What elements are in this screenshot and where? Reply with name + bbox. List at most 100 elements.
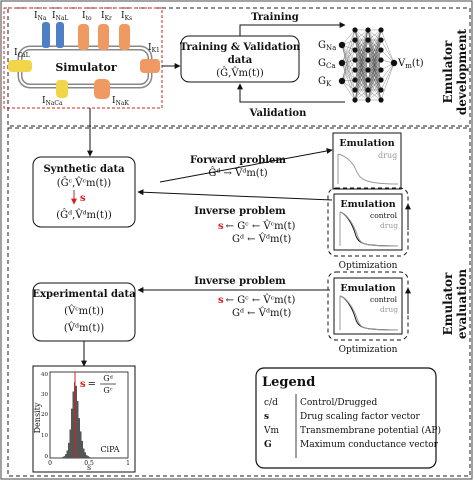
nn-node [365, 97, 371, 103]
hist-bar [78, 418, 80, 458]
histogram-panel: Density s 0 0.5 1 0 10 20 30 40 s= Gᵈ Gᶜ… [32, 365, 136, 473]
development-label: Emulator development [441, 28, 469, 115]
training-label: Training [251, 12, 299, 23]
svg-text:development: development [455, 28, 469, 115]
hist-ytick-3: 30 [41, 392, 48, 398]
nn-edge [341, 62, 356, 81]
nn-edge [341, 39, 356, 64]
ina-channel [42, 22, 50, 48]
svg-text:Emulation: Emulation [340, 199, 395, 210]
svg-text:(Ĝᶜ,V̂ᶜm(t)): (Ĝᶜ,V̂ᶜm(t)) [57, 177, 112, 189]
nn-edge [341, 49, 356, 82]
nn-node [365, 47, 371, 53]
hist-bar [75, 385, 77, 458]
svg-text:Emulator: Emulator [441, 272, 455, 335]
nn-edge [380, 62, 395, 101]
nn-edge [367, 29, 382, 81]
inaca-label: INaCa [42, 96, 63, 107]
legend-desc-g: Maximum conductance vector [300, 440, 439, 450]
nn-node [352, 67, 358, 73]
nn-edge [341, 29, 356, 64]
svg-text:(Ĝᵈ,V̂ᵈm(t)): (Ĝᵈ,V̂ᵈm(t)) [56, 209, 112, 221]
ikr-label: IKr [101, 11, 112, 22]
svg-text:Emulation: Emulation [339, 138, 394, 149]
emulation-box-inverse-2: Emulation control drug Optimization [327, 271, 411, 355]
hist-xtick-1: 0.5 [84, 460, 94, 467]
nn-edge [367, 89, 382, 101]
nn-edge [354, 29, 369, 61]
legend-desc-s: Drug scaling factor vector [300, 412, 421, 422]
hist-ylabel: Density [33, 402, 42, 433]
ical-label: ICaL [14, 48, 30, 59]
experimental-data-box: Experimental data (V̂ᶜm(t)) (V̂ᵈm(t)) [32, 282, 136, 342]
hist-annot-num: Gᵈ [103, 374, 113, 383]
nn-node [378, 67, 384, 73]
svg-text:Emulation: Emulation [340, 283, 395, 294]
optimization-caption-2: Optimization [339, 345, 398, 355]
hist-bar [63, 456, 65, 458]
nn-edge [354, 79, 369, 101]
nn-edge [380, 62, 395, 81]
simulator-diagram: Simulator INa INaL Ito IKr IKs ICaL IK1 … [3, 7, 163, 109]
input-gk: GK [318, 76, 332, 88]
nn-edge [341, 44, 356, 61]
nn-node [378, 47, 384, 53]
validation-label: Validation [249, 108, 307, 119]
validation-arrow [237, 83, 345, 103]
hist-bar [62, 457, 64, 458]
nn-node [365, 37, 371, 43]
hist-annotation: s= [80, 379, 96, 390]
hist-bar [86, 455, 88, 458]
nn-node [378, 57, 384, 63]
iks-label: IKs [121, 11, 132, 22]
hist-bar [72, 391, 74, 458]
input-gna: GNa [318, 40, 336, 52]
inverse-arrow-1 [137, 189, 333, 201]
nn-node [378, 97, 384, 103]
inal-label: INaL [52, 11, 68, 22]
nn-edge [367, 59, 382, 101]
nn-edge [341, 44, 356, 91]
nn-edge [354, 69, 369, 101]
hist-ytick-2: 20 [41, 412, 48, 418]
nn-node [378, 27, 384, 33]
nn-edge [354, 29, 369, 71]
nn-edge [341, 44, 356, 71]
inverse-title-1: Inverse problem [194, 206, 286, 217]
emulation-box-forward: Emulation drug [332, 132, 402, 190]
inverse-eq-2a: s← Gᶜ ← V̂ᶜm(t) [218, 294, 295, 306]
inaca-channel [56, 80, 68, 98]
svg-text:control: control [370, 211, 398, 220]
nn-edge [367, 49, 382, 101]
nn-edge [341, 44, 356, 81]
nn-edge [341, 59, 356, 82]
svg-text:evaluation: evaluation [455, 269, 469, 340]
emulation-box-inverse-1: Emulation control drug Optimization [327, 187, 411, 271]
svg-text:Emulator: Emulator [441, 40, 455, 103]
nn-edge [341, 80, 356, 101]
ina-label: INa [34, 11, 47, 22]
hist-ytick-0: 0 [45, 454, 49, 460]
inal-channel [56, 22, 64, 48]
nn-edge [380, 29, 395, 64]
inverse-eq-2b: Gᵈ ← V̂ᵈm(t) [232, 307, 291, 319]
nn-node [365, 57, 371, 63]
nn-edge [367, 29, 382, 61]
hist-xtick-2: 1 [126, 460, 130, 467]
inverse-eq-1a: s← Gᶜ ← V̂ᶜm(t) [218, 220, 295, 232]
evaluation-label: Emulator evaluation [441, 269, 469, 340]
nn-node [338, 41, 346, 49]
nn-edge [367, 69, 382, 101]
nn-node [352, 27, 358, 33]
svg-text:(V̂ᶜm(t)): (V̂ᶜm(t)) [64, 305, 104, 317]
forward-eq: Ĝᵈ → V̂ᵈm(t) [208, 167, 267, 179]
nn-edge [367, 29, 382, 41]
simulator-title: Simulator [55, 61, 116, 74]
nn-edge [341, 44, 356, 101]
inverse-eq-1b: Gᵈ ← V̂ᵈm(t) [232, 233, 291, 245]
nn-node [338, 77, 346, 85]
ito-label: Ito [82, 11, 92, 22]
